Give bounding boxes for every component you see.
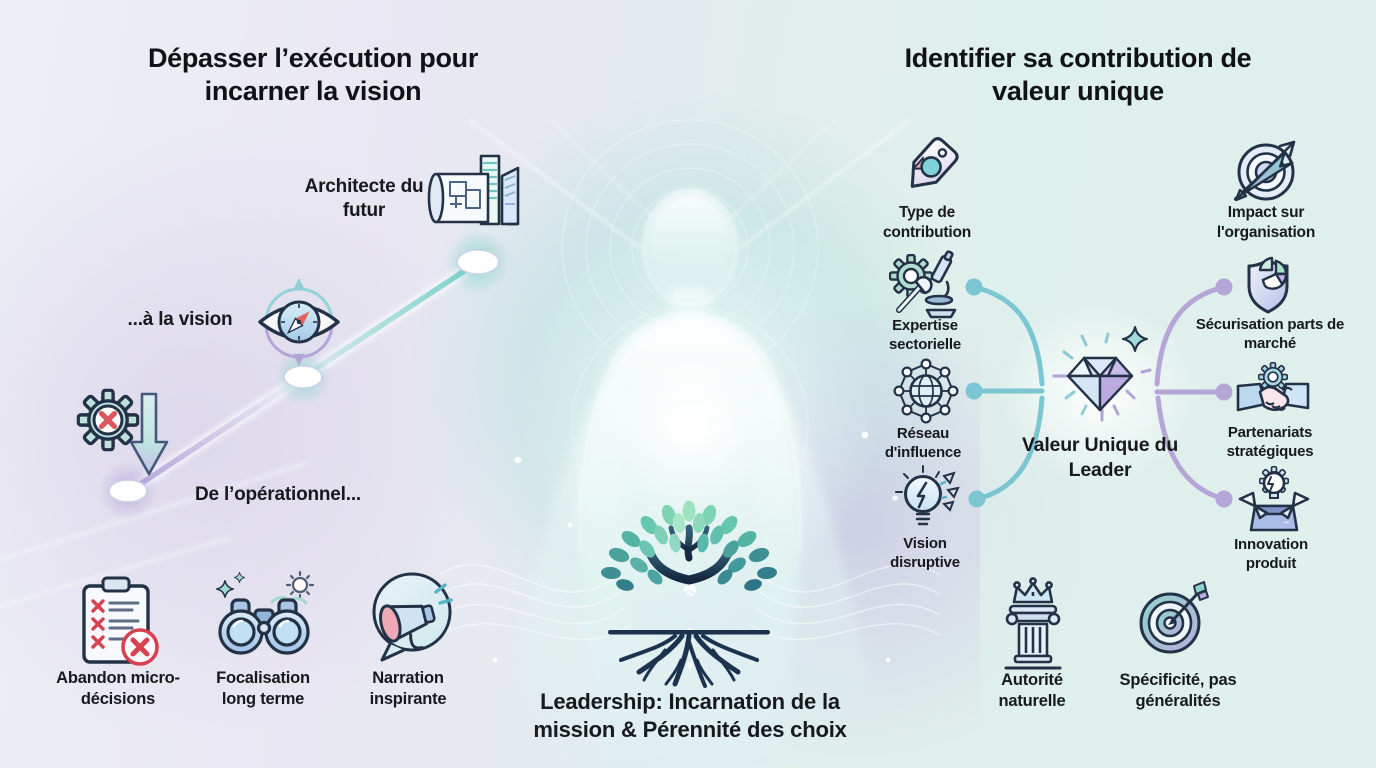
- globe-network-icon: [893, 358, 959, 424]
- shield-pie-icon: [1247, 256, 1289, 314]
- center-caption: Leadership: Incarnation de la mission & …: [533, 689, 847, 742]
- right-section-title: Identifier sa contribution de valeur uni…: [904, 43, 1252, 107]
- dartboard-icon: [1139, 581, 1209, 654]
- column-crown-icon: [1004, 577, 1062, 670]
- blueprint-icon: [427, 154, 520, 226]
- journey-step-start-label: De l’opérationnel...: [195, 484, 361, 505]
- foundation-label-autorite: Autorité naturelle: [998, 671, 1066, 710]
- target-arrow-icon: [1233, 140, 1296, 202]
- tree-monogram: [679, 588, 699, 621]
- innovation-box-icon: •••: [1238, 466, 1310, 532]
- impact-item-innovation: Innovation produit: [1234, 536, 1308, 572]
- journey-step-end-label: Architecte du futur: [304, 176, 424, 221]
- contribution-item-expertise: Expertise sectorielle: [888, 317, 961, 353]
- contribution-header-label: Type de contribution: [883, 204, 971, 241]
- eye-compass-icon: [258, 278, 340, 366]
- practice-label-abandon: Abandon micro-décisions: [56, 669, 180, 708]
- contribution-item-reseau: Réseau d'influence: [884, 425, 962, 461]
- practice-label-narration: Narration inspirante: [369, 669, 447, 708]
- diamond-icon: [1052, 326, 1152, 422]
- left-section-title: Dépasser l’exécution pour incarner la vi…: [147, 43, 479, 107]
- practice-label-focalisation: Focalisation long terme: [216, 669, 310, 708]
- gear-microscope-icon: [889, 250, 957, 319]
- impact-header-label: Impact sur l'organisation: [1216, 204, 1316, 241]
- impact-item-securisation: Sécurisation parts de marché: [1195, 316, 1345, 352]
- lightbulb-icon: [895, 465, 960, 526]
- down-arrow-icon: [129, 392, 169, 476]
- megaphone-icon: [372, 572, 453, 662]
- svg-text:•••: •••: [1284, 520, 1289, 525]
- contribution-item-vision: Vision disruptive: [890, 535, 960, 571]
- binoculars-icon: [216, 570, 315, 655]
- journey-step-middle-label: ...à la vision: [127, 309, 233, 330]
- tree-logo: [601, 500, 777, 688]
- clipboard-x-icon: [82, 576, 159, 666]
- impact-item-partenariats: Partenariats stratégiques: [1226, 424, 1314, 460]
- handshake-icon: [1236, 362, 1310, 412]
- foundation-label-specificite: Spécificité, pas généralités: [1119, 671, 1237, 710]
- tree-leaves: [601, 500, 777, 591]
- gear-x-icon: [76, 388, 140, 452]
- path-node: [108, 249, 500, 503]
- core-value-label: Valeur Unique du Leader: [1021, 434, 1179, 481]
- tag-icon: [910, 137, 959, 188]
